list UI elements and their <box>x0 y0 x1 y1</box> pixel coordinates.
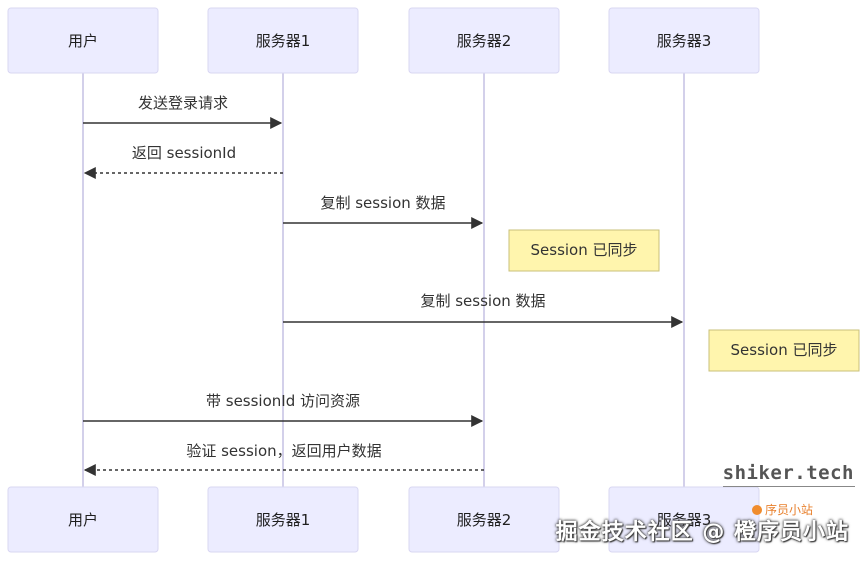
actor-top-server3-label: 服务器3 <box>657 32 712 50</box>
watermark-bottom: 掘金技术社区 @ 橙序员小站 <box>555 520 849 545</box>
message-4: 复制 session 数据 <box>283 292 684 328</box>
actor-top-user: 用户 <box>7 7 159 74</box>
actor-bottom-server1-label: 服务器1 <box>256 511 311 529</box>
message-2-label: 返回 sessionId <box>132 144 236 162</box>
note-2: Session 已同步 <box>708 329 860 372</box>
watermark-site: shiker.tech <box>722 462 854 484</box>
message-5: 带 sessionId 访问资源 <box>83 392 484 427</box>
note-2-label: Session 已同步 <box>731 341 838 359</box>
actor-top-server1: 服务器1 <box>207 7 359 74</box>
actor-top-server2: 服务器2 <box>408 7 560 74</box>
actor-bottom-server3: 服务器3 <box>608 486 760 553</box>
message-4-label: 复制 session 数据 <box>420 292 545 310</box>
orange-icon <box>752 504 762 515</box>
actor-bottom-server3-label: 服务器3 <box>657 511 712 529</box>
actor-bottom-server2-label: 服务器2 <box>457 511 512 529</box>
actor-bottom-server1: 服务器1 <box>207 486 359 553</box>
actor-top-user-label: 用户 <box>68 32 98 50</box>
watermark-logo-text: 序员小站 <box>765 503 814 517</box>
message-3-label: 复制 session 数据 <box>320 194 445 212</box>
actor-bottom-server2: 服务器2 <box>408 486 560 553</box>
note-1: Session 已同步 <box>508 229 660 272</box>
actor-top-server3: 服务器3 <box>608 7 760 74</box>
message-1: 发送登录请求 <box>83 94 283 129</box>
message-1-label: 发送登录请求 <box>138 94 228 112</box>
message-2: 返回 sessionId <box>83 144 283 179</box>
message-6: 验证 session，返回用户数据 <box>83 442 484 476</box>
actor-top-server2-label: 服务器2 <box>457 32 512 50</box>
actor-bottom-user: 用户 <box>7 486 159 553</box>
watermark-logo: 序员小站 <box>752 501 813 518</box>
watermark-site-underline <box>723 486 855 487</box>
message-3: 复制 session 数据 <box>283 194 484 229</box>
actor-top-server1-label: 服务器1 <box>256 32 311 50</box>
message-6-label: 验证 session，返回用户数据 <box>186 442 381 460</box>
message-5-label: 带 sessionId 访问资源 <box>206 392 360 410</box>
actor-bottom-user-label: 用户 <box>68 511 98 529</box>
note-1-label: Session 已同步 <box>531 241 638 259</box>
